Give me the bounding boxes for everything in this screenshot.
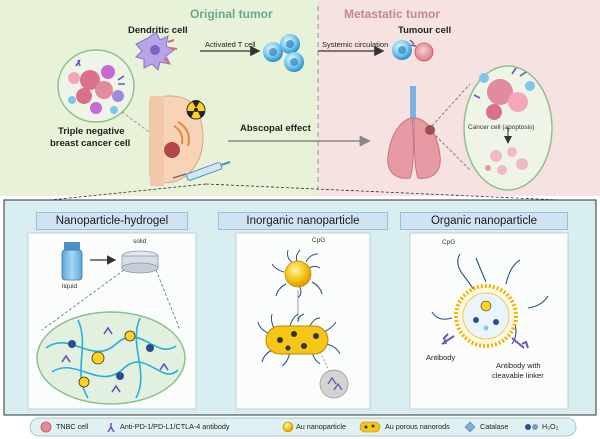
hydrogel-panel-title: Nanoparticle-hydrogel (36, 212, 188, 230)
zoom-line-2 (431, 83, 471, 127)
systemic-circulation-label: Systemic circulation (322, 40, 389, 49)
apoptosis-label: Cancer cell (apoptosis) (468, 124, 535, 131)
dendritic-cell-label: Dendritic cell (128, 25, 188, 36)
au-nanorod-legend-icon (359, 421, 381, 433)
dendritic-cell-icon (135, 31, 178, 71)
organic-cpg-label: CpG (442, 239, 456, 246)
connector-line-right (205, 183, 561, 201)
inorganic-panel (235, 232, 371, 410)
breast-illustration-icon (149, 95, 204, 186)
catalase-icon (464, 421, 476, 433)
antibody-label: Antibody (426, 353, 456, 362)
tumor-microenvironment-icon (57, 49, 135, 123)
original-tumor-heading: Original tumor (190, 7, 273, 21)
pore-zoom-icon (319, 369, 349, 399)
tnbc-label-line1: Triple negative (58, 126, 125, 137)
solid-label: solid (133, 238, 147, 245)
activated-t-cell-icon (263, 34, 304, 72)
legend-catalase: Catalase (480, 422, 509, 431)
zoom-line-4 (41, 269, 125, 331)
h2o2-icon (525, 424, 538, 430)
inorganic-cpg-label: CpG (312, 237, 326, 244)
antibody-linker-label-line1: Antibody with (496, 361, 541, 370)
au-porous-nanorod-icon (257, 313, 341, 367)
legend-h2o2: H₂O₂ (542, 422, 559, 431)
legend-tnbc-cell: TNBC cell (56, 422, 89, 431)
zoom-line-1 (121, 111, 161, 141)
apoptosis-zoom-icon (463, 65, 553, 191)
legend-antibody: Anti-PD-1/PD-L1/CTLA-4 antibody (120, 422, 230, 431)
legend-bar (29, 417, 577, 437)
tumour-cell-icon (392, 39, 434, 62)
au-nanoparticle-legend-icon (282, 421, 294, 433)
legend-au-nanoparticle: Au nanoparticle (296, 422, 346, 431)
metastatic-tumor-heading: Metastatic tumor (344, 7, 441, 21)
metastatic-tumor-background (318, 0, 600, 196)
tumour-cell-label: Tumour cell (398, 25, 452, 36)
syringe-icon (172, 161, 231, 181)
abscopal-effect-label: Abscopal effect (240, 123, 311, 134)
legend-au-nanorods: Au porous nanorods (385, 422, 450, 431)
hydrogel-network-icon (36, 311, 186, 405)
lungs-icon (387, 86, 441, 179)
zoom-line-3 (431, 131, 471, 171)
au-nanoparticle-icon (271, 249, 323, 299)
connector-line-left (49, 183, 207, 201)
activated-t-cell-label: Activated T cell (205, 40, 256, 49)
liposome-icon (431, 253, 549, 349)
solid-gel-icon (121, 250, 159, 274)
antibody-icon (107, 423, 115, 433)
liquid-vial-icon (61, 242, 83, 281)
radiation-icon (186, 100, 206, 120)
zoom-line-5 (155, 269, 181, 331)
liquid-label: liquid (62, 283, 78, 290)
inorganic-panel-title: Inorganic nanoparticle (218, 212, 388, 230)
antibody-linker-label-line2: cleavable linker (492, 371, 544, 380)
organic-panel-title: Organic nanoparticle (400, 212, 568, 230)
tnbc-label-line2: breast cancer cell (50, 138, 131, 149)
tnbc-cell-icon (40, 421, 52, 433)
